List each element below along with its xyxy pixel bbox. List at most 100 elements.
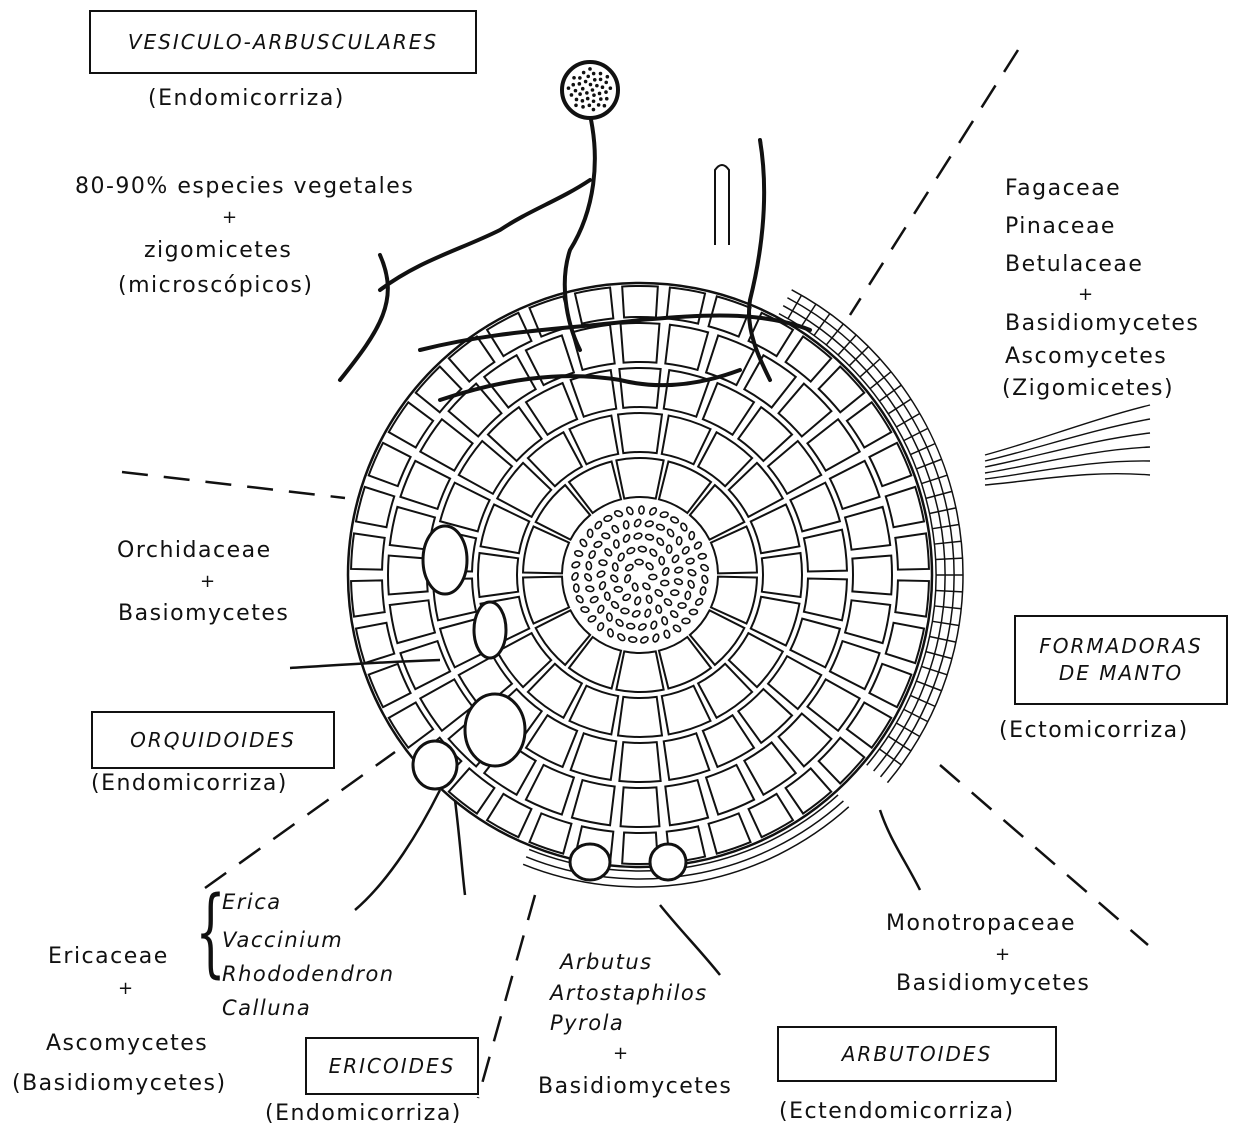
ericoid-title-box: ERICOIDES [305, 1037, 479, 1095]
cortex-cell [895, 533, 929, 569]
vascular-cell [621, 608, 629, 614]
vascular-cell [654, 588, 664, 597]
vascular-cell [624, 574, 632, 583]
vascular-cell [680, 522, 688, 532]
arbutoid-fungi: Basidiomycetes [538, 1076, 732, 1098]
ericoid-genus-4: Calluna [222, 998, 311, 1019]
cortex-cell [621, 323, 660, 363]
vascular-cell [596, 570, 605, 578]
arbutoid-subtitle: (Ectendomicorriza) [779, 1101, 1015, 1123]
vascular-cell [614, 510, 623, 518]
vascular-cell [645, 520, 654, 527]
vascular-cell [594, 520, 603, 530]
vascular-cell [632, 583, 639, 592]
vascular-cell [639, 506, 645, 514]
cortex-cell [356, 487, 394, 527]
cortex-cell [762, 553, 802, 597]
mantle-hypha [930, 637, 956, 643]
vascular-cell [687, 569, 696, 577]
ecto-family-1: Fagaceae [1005, 178, 1121, 200]
vascular-cell [571, 561, 580, 569]
vascular-cylinder [571, 506, 710, 644]
vascular-cell [661, 567, 670, 577]
ecto-title-box: FORMADORAS DE MANTO [1014, 615, 1228, 705]
vascular-cell [666, 528, 675, 538]
fringe-hypha [985, 447, 1150, 473]
orchid-plus: + [200, 573, 217, 591]
orchid-title-box: ORQUIDOIDES [91, 711, 335, 769]
arbutoid-title-box: ARBUTOIDES [777, 1026, 1057, 1082]
spore [592, 108, 596, 112]
spore [609, 86, 613, 90]
cortex-cell [621, 787, 660, 827]
spore [604, 90, 608, 94]
cortex-cell [622, 286, 658, 317]
cortex-cell [478, 553, 518, 597]
spore [603, 104, 607, 108]
vascular-cell [603, 515, 612, 522]
cortex-cell [869, 664, 911, 707]
cortex-cell [351, 533, 385, 569]
vascular-cell [689, 531, 695, 540]
vascular-cell [634, 596, 642, 605]
vascular-cell [622, 534, 631, 544]
mantle-fringe [985, 405, 1150, 485]
vascular-cell [656, 523, 665, 531]
vascular-cell [601, 532, 610, 539]
spore [591, 88, 595, 92]
cortex-cell [351, 580, 385, 616]
vascular-cell [700, 586, 707, 595]
vascular-cell [655, 605, 662, 614]
spore [575, 98, 579, 102]
vascular-cell [674, 578, 683, 586]
cortex-cell [440, 483, 490, 532]
mantle-hypha [910, 695, 935, 706]
vascular-cell [625, 563, 635, 572]
spore [606, 75, 610, 79]
fringe-hypha [985, 419, 1150, 461]
vascular-cell [660, 511, 669, 518]
cortex-cell [356, 623, 394, 663]
orchid-fungi: Basiomycetes [118, 603, 289, 625]
cortex-cell [706, 765, 754, 815]
spore [578, 76, 582, 80]
hypha [880, 810, 920, 890]
hypha [660, 905, 720, 975]
vascular-cell [646, 595, 653, 604]
spore [599, 97, 603, 101]
vascular-cell [597, 604, 605, 613]
vascular-cell [598, 581, 606, 590]
vascular-cell [638, 546, 647, 553]
vascular-cell [694, 597, 703, 606]
vascular-cell [587, 529, 592, 537]
peloton [465, 694, 525, 766]
vascular-cell [686, 558, 695, 565]
arbutoid-title: ARBUTOIDES [842, 1042, 993, 1066]
mantle-hypha [926, 491, 952, 498]
vascular-cell [626, 547, 635, 555]
vascular-cell [681, 546, 690, 555]
spore [598, 92, 602, 96]
vascular-cell [610, 574, 619, 583]
cortex-cell [400, 641, 450, 689]
vascular-cell [667, 545, 672, 553]
cortex-cell [665, 780, 708, 825]
vascular-cell [583, 573, 592, 582]
spore [593, 78, 597, 82]
cortex-cell [790, 619, 840, 668]
spore [572, 76, 576, 80]
ecto-family-3: Betulaceae [1005, 254, 1143, 276]
spore [595, 84, 599, 88]
ecto-subtitle: (Ectomicorriza) [999, 720, 1189, 742]
vascular-cell [701, 575, 709, 584]
cortex-cell [369, 664, 411, 707]
orchid-subtitle: (Endomicorriza) [91, 773, 288, 795]
spore [586, 75, 590, 79]
cortex-cell [830, 461, 880, 509]
vascular-cell [613, 540, 619, 548]
vascular-cell [617, 552, 625, 561]
monotropoid-plus: + [995, 946, 1012, 964]
mantle-hypha [932, 524, 959, 528]
spore [605, 97, 609, 101]
vascular-cell [645, 562, 654, 571]
